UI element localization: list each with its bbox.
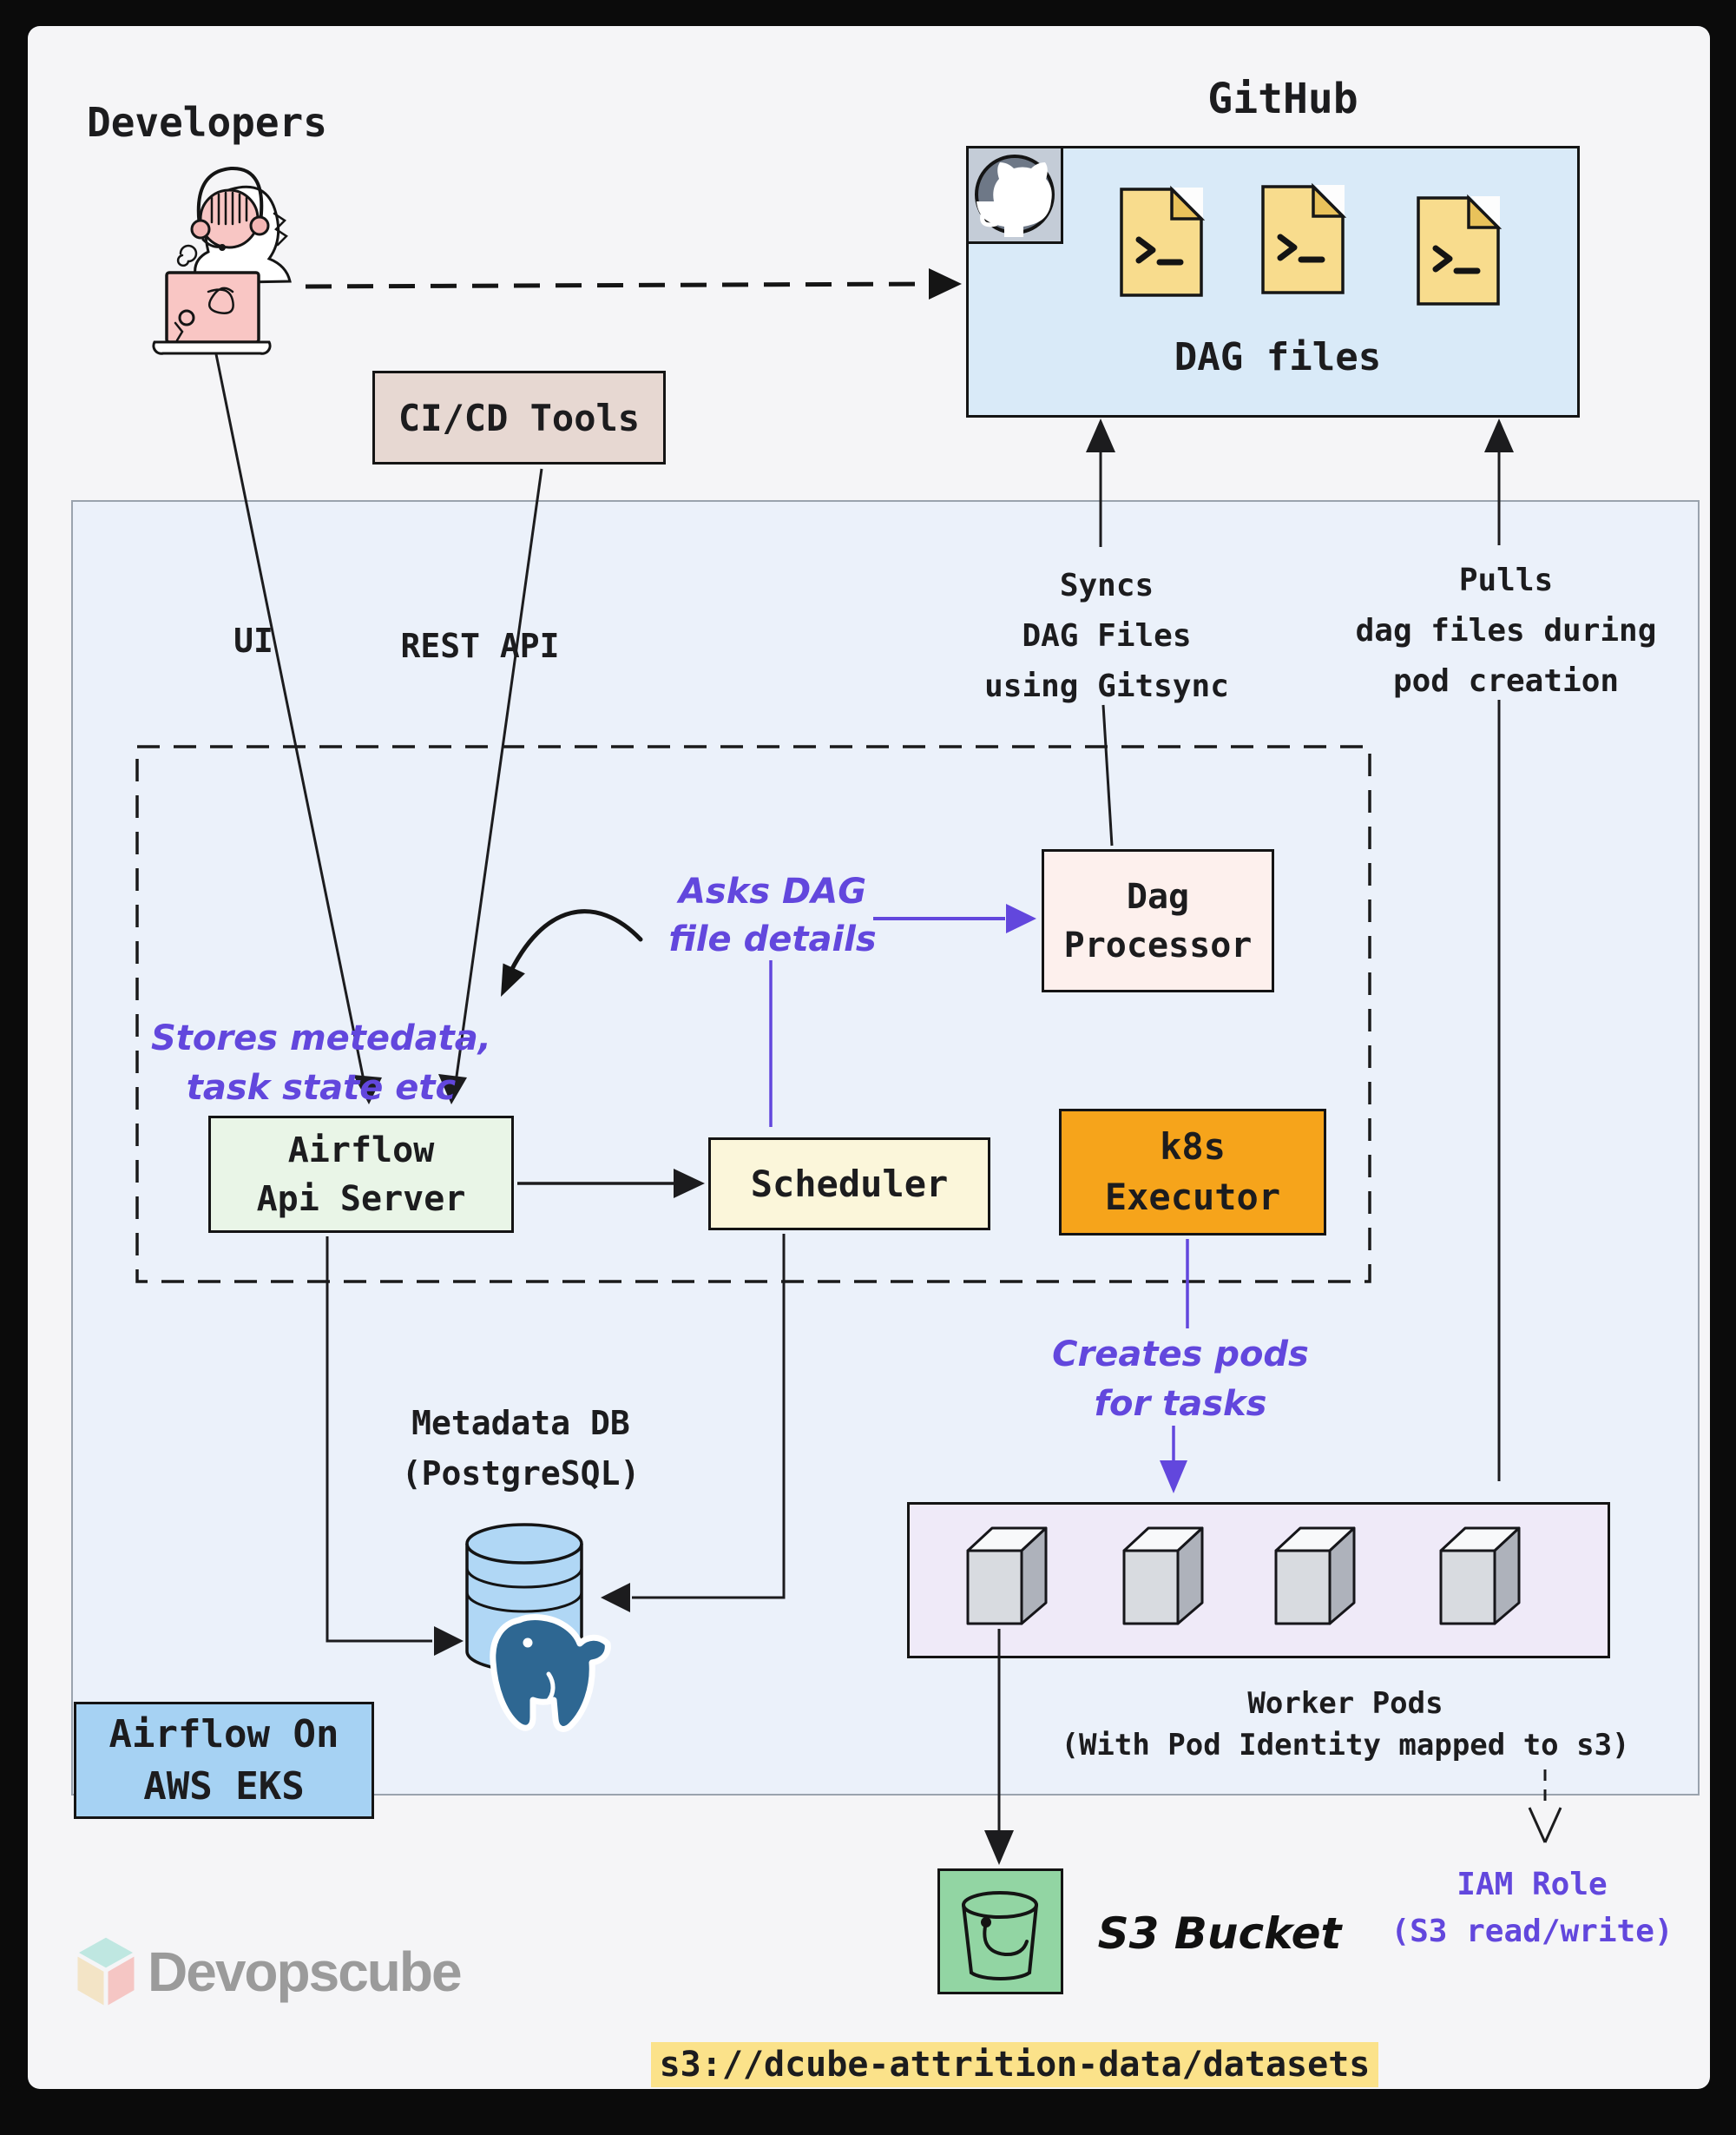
stores-metadata-annotation: Stores metedata, task state etc: [151, 1018, 491, 1108]
dag-processor-label-line2: Processor: [1063, 925, 1253, 965]
worker-pods-box: [907, 1502, 1610, 1658]
dag-processor-label-line1: Dag: [1126, 876, 1190, 917]
ui-edge-label: UI: [233, 622, 273, 660]
api-server-label-line2: Api Server: [256, 1178, 466, 1219]
pulls-edge-label: Pulls dag files during pod creation: [1355, 563, 1657, 699]
eks-label-line1: Airflow On: [108, 1711, 339, 1756]
creates-pods-annotation: Creates pods for tasks: [1052, 1334, 1309, 1424]
k8s-executor-label-line2: Executor: [1104, 1176, 1281, 1218]
cicd-tools-label: CI/CD Tools: [398, 396, 641, 439]
scheduler-label: Scheduler: [750, 1163, 949, 1205]
eks-label-box: Airflow On AWS EKS: [74, 1702, 374, 1819]
bucket-url-text: s3://dcube-attrition-data/datasets: [659, 2045, 1371, 2085]
iam-role-annotation: IAM Role (S3 read/write): [1391, 1867, 1674, 1949]
metadata-db-label: Metadata DB (PostgreSQL): [401, 1404, 641, 1493]
api-server-box: Airflow Api Server: [208, 1116, 514, 1233]
eks-label-line2: AWS EKS: [143, 1763, 305, 1809]
rest-api-edge-label: REST API: [400, 627, 560, 665]
cicd-tools-box: CI/CD Tools: [372, 371, 666, 465]
devopscube-wordmark: Devopscube: [148, 1941, 463, 2003]
github-logo-tile: [966, 146, 1063, 244]
bucket-url-highlight: [651, 2042, 1378, 2087]
k8s-executor-label-line1: k8s: [1160, 1125, 1226, 1168]
s3-bucket-label: S3 Bucket: [1097, 1908, 1342, 1959]
developers-title: Developers: [87, 99, 327, 146]
k8s-executor-box: k8s Executor: [1059, 1109, 1326, 1236]
dag-processor-box: Dag Processor: [1042, 849, 1274, 992]
scheduler-box: Scheduler: [708, 1137, 990, 1230]
s3-bucket-box: [937, 1868, 1063, 1994]
syncs-edge-label: Syncs DAG Files using Gitsync: [984, 568, 1229, 704]
asks-dag-annotation: Asks DAG file details: [668, 872, 877, 959]
dag-files-label: DAG files: [1174, 335, 1382, 379]
github-title: GitHub: [1207, 75, 1358, 123]
worker-pods-label: Worker Pods (With Pod Identity mapped to…: [1061, 1686, 1630, 1763]
api-server-label-line1: Airflow: [287, 1130, 435, 1170]
bucket-url-text-wrap: s3://dcube-attrition-data/datasets: [651, 2042, 1378, 2087]
